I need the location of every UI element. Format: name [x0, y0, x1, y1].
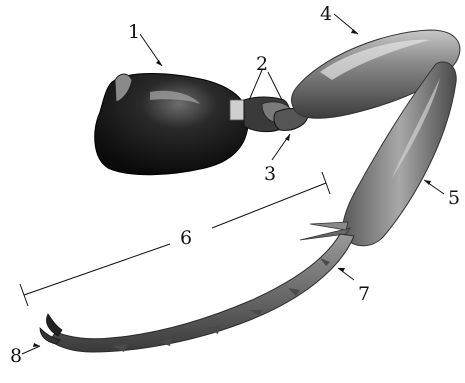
tarsal-claw: [40, 314, 62, 344]
label-6: 6: [180, 227, 192, 249]
label-4: 4: [320, 3, 332, 25]
label-7: 7: [358, 283, 370, 305]
coxa-segment: [95, 74, 248, 175]
label-8: 8: [10, 345, 22, 367]
label-3: 3: [264, 163, 276, 185]
label-5: 5: [448, 187, 460, 209]
leader-8: [22, 346, 40, 354]
label-1: 1: [128, 21, 140, 43]
tarsus-segments: [50, 234, 354, 352]
label-2: 2: [256, 53, 268, 75]
leader-2b: [268, 72, 282, 100]
